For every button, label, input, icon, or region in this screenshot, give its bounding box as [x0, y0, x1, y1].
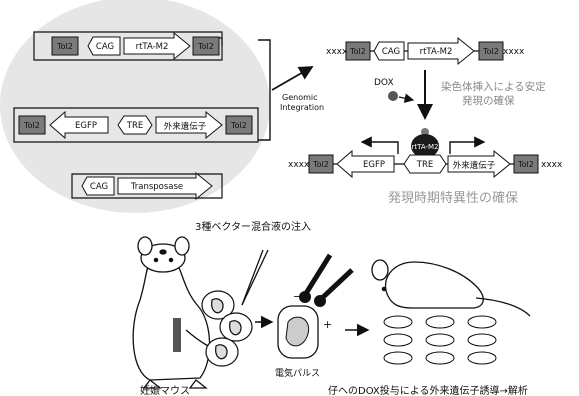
pregnant-mouse [132, 236, 227, 389]
pregnant-mouse-label: 妊娠マウス [140, 384, 190, 396]
plasmid-3: CAG Transposase [71, 171, 223, 201]
integration-arrow [271, 66, 314, 91]
chromosome-end-marks: xxxx [541, 160, 563, 170]
electroporation-embryo [277, 305, 319, 359]
tol2-box [513, 154, 539, 174]
dox-bound [421, 128, 429, 136]
injection-needle [241, 249, 269, 306]
electrode-plus: + [323, 318, 332, 331]
tol2-label: Tol2 [56, 42, 73, 51]
tol2-box [478, 41, 504, 61]
dox-molecule [388, 91, 398, 101]
tol2-box [225, 115, 253, 135]
injection-label: 3種ベクター混合液の注入 [195, 220, 311, 233]
chromosome-end-marks: xxxx [288, 160, 310, 170]
plasmid-1: Tol2 CAG rtTA-M2 Tol2 [33, 31, 223, 61]
rttam2-complex [411, 134, 439, 158]
dox-label: DOX [374, 78, 394, 88]
cag-label: CAG [382, 47, 400, 57]
complex-label: rtTA-M2 [411, 143, 438, 151]
cag-promoter [87, 36, 121, 56]
egfp-gene-arrow [49, 110, 109, 140]
chromosome-end-marks: xxxx [326, 47, 348, 57]
electrode-minus: − [293, 290, 302, 303]
tol2-box [345, 41, 371, 61]
cag-promoter [81, 176, 115, 196]
temporal-specificity-text: 発現時期特異性の確保 [388, 190, 518, 206]
rttam2-label: rtTA-M2 [136, 42, 169, 52]
tre-element [117, 115, 153, 135]
tol2-box [308, 154, 334, 174]
egfp-transcription-arrow [360, 136, 399, 154]
tol2-label: Tol2 [197, 42, 214, 51]
electrodes [299, 253, 354, 307]
tol2-label: Tol2 [349, 47, 366, 56]
transgene-arrow [447, 149, 511, 179]
integration-label-1: Genomic [282, 93, 318, 102]
cag-label: CAG [96, 42, 114, 52]
embryo-cluster [201, 290, 253, 367]
rttam2-gene-arrow [123, 31, 191, 61]
tol2-box [18, 115, 46, 135]
transgene-arrow [155, 110, 223, 140]
pups-grid [383, 315, 497, 365]
stable-expression-text-1: 染色体挿入による安定 [441, 80, 546, 93]
tol2-box [192, 36, 220, 56]
egfp-label: EGFP [75, 121, 97, 131]
plasmid-2: Tol2 EGFP TRE 外来遺伝子 Tol2 [13, 107, 259, 143]
analysis-label: 仔へのDOX投与による外来遺伝子誘導→解析 [328, 384, 528, 396]
tol2-label: Tol2 [312, 160, 329, 169]
transposase-label: Transposase [130, 182, 183, 192]
transgene-label: 外来遺伝子 [453, 160, 496, 171]
tol2-label: Tol2 [230, 121, 247, 130]
stable-expression-text-2: 発現の確保 [462, 94, 515, 107]
tre-label: TRE [126, 121, 143, 131]
chromosome-2: xxxx xxxx Tol2 EGFP TRE 外来遺伝子 Tol2 [288, 149, 563, 179]
rttam2-label: rtTA-M2 [420, 47, 453, 57]
transgene-label: 外来遺伝子 [164, 121, 207, 132]
rttam2-gene-arrow [407, 36, 475, 66]
tol2-label: Tol2 [482, 47, 499, 56]
bracket [258, 39, 271, 141]
cag-promoter [373, 41, 405, 61]
integration-label-2: Integration [280, 103, 324, 112]
tol2-label: Tol2 [23, 121, 40, 130]
electroporation-label: 電気パルス [275, 367, 320, 379]
chromosome-end-marks: xxxx [503, 47, 525, 57]
egfp-label: EGFP [363, 160, 385, 170]
tre-label: TRE [416, 160, 433, 170]
tol2-label: Tol2 [517, 160, 534, 169]
adult-mouse [371, 259, 531, 317]
tre-element [403, 154, 447, 174]
uterus-marker [173, 318, 181, 352]
transposase-gene-arrow [117, 171, 213, 201]
transgene-transcription-arrow [449, 136, 486, 154]
egfp-gene-arrow [336, 149, 395, 179]
cag-label: CAG [90, 182, 108, 192]
chromosome-1: xxxx xxxx Tol2 CAG rtTA-M2 Tol2 [326, 36, 525, 66]
dox-arrow [398, 93, 415, 103]
tol2-box [51, 36, 79, 56]
